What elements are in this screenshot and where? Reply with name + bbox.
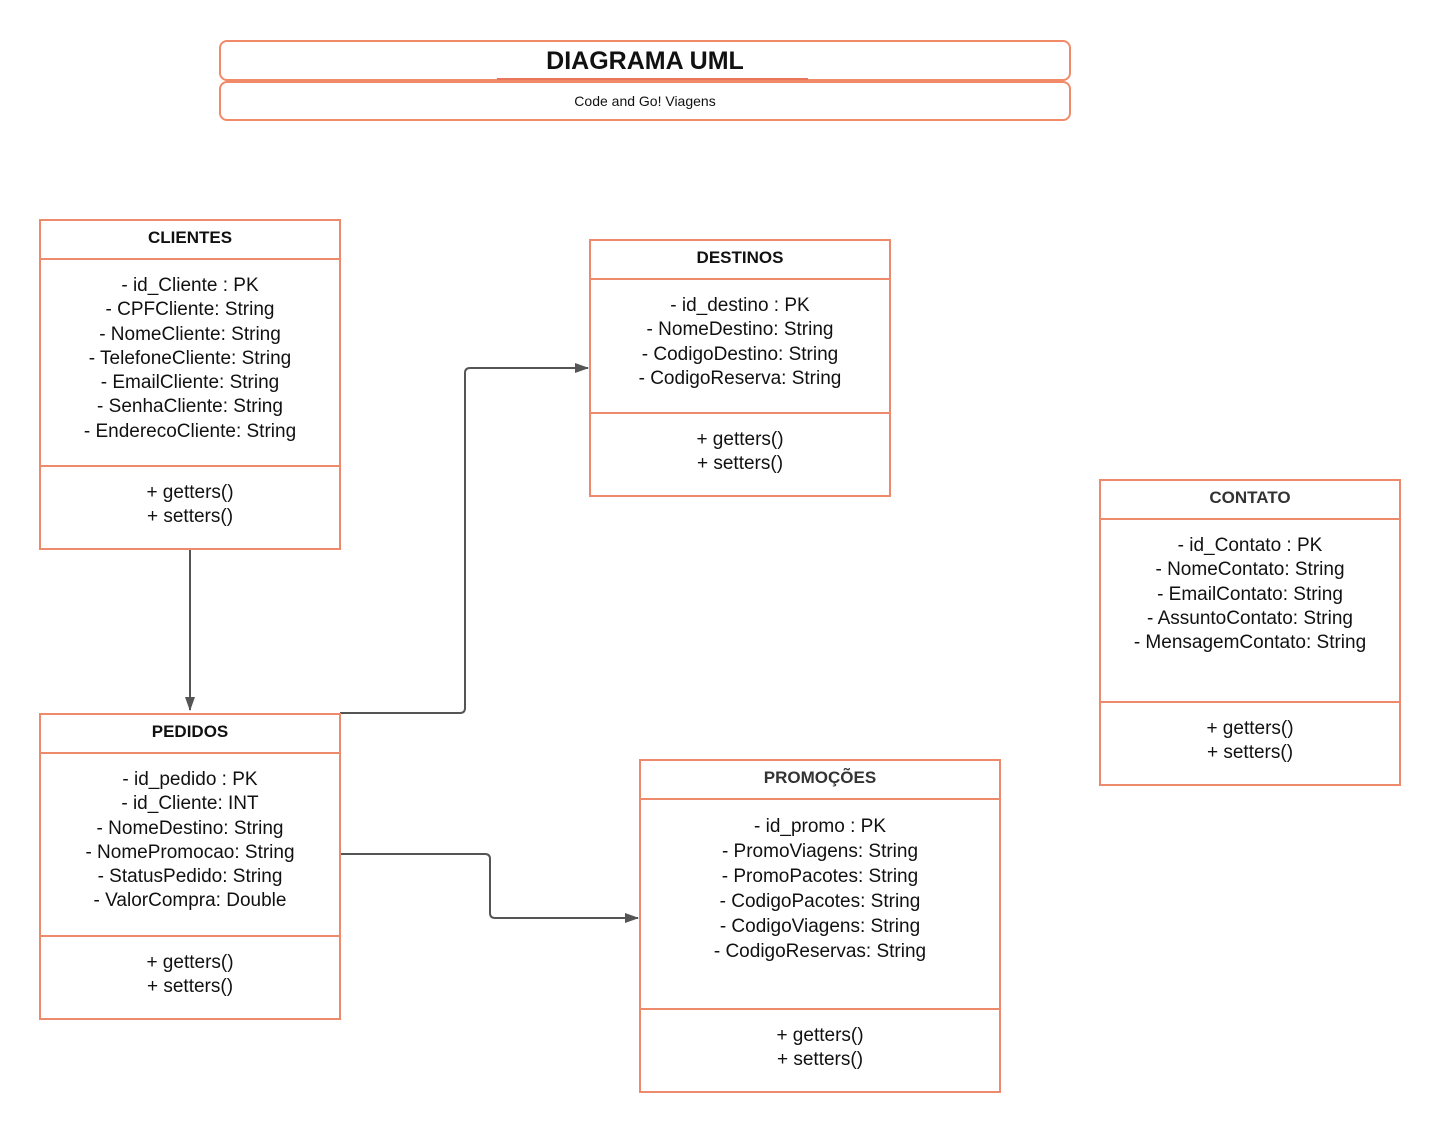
- attribute: - id_pedido : PK: [122, 769, 258, 790]
- attribute: - CPFCliente: String: [105, 299, 275, 321]
- connector-pedidos-destinos: [340, 363, 589, 714]
- method: + getters(): [146, 952, 234, 973]
- diagram-subtitle-box: Code and Go! Viagens: [219, 81, 1071, 121]
- attribute: - AssuntoContato: String: [1147, 607, 1353, 629]
- attribute: - NomeDestino: String: [646, 319, 834, 341]
- class-clientes: CLIENTES - id_Cliente : PK - CPFCliente:…: [39, 219, 341, 550]
- method: + setters(): [1206, 742, 1294, 764]
- class-clientes-name: CLIENTES: [41, 221, 339, 260]
- class-pedidos-attributes: - id_pedido : PK - id_Cliente: INT - Nom…: [41, 754, 339, 937]
- class-clientes-attributes: - id_Cliente : PK - CPFCliente: String -…: [41, 260, 339, 467]
- class-promocoes-attributes: - id_promo : PK - PromoViagens: String -…: [641, 800, 999, 1010]
- attribute: - PromoPacotes: String: [721, 866, 919, 887]
- attribute: - CodigoPacotes: String: [719, 891, 921, 912]
- attribute: - id_Cliente: INT: [121, 793, 259, 815]
- attribute: - id_promo : PK: [754, 816, 886, 837]
- class-contato-name: CONTATO: [1101, 481, 1399, 520]
- method: + setters(): [696, 453, 784, 475]
- attribute: - CodigoReserva: String: [638, 367, 842, 389]
- class-promocoes-methods: + getters() + setters(): [641, 1010, 999, 1091]
- class-pedidos-name: PEDIDOS: [41, 715, 339, 754]
- title-underline: [497, 78, 808, 80]
- class-destinos: DESTINOS - id_destino : PK - NomeDestino…: [589, 239, 891, 497]
- class-contato-methods: + getters() + setters(): [1101, 703, 1399, 784]
- class-destinos-attributes: - id_destino : PK - NomeDestino: String …: [591, 280, 889, 414]
- attribute: - StatusPedido: String: [97, 866, 283, 888]
- attribute: - NomeContato: String: [1155, 559, 1345, 581]
- diagram-title: DIAGRAMA UML: [546, 47, 744, 75]
- class-destinos-name: DESTINOS: [591, 241, 889, 280]
- class-pedidos: PEDIDOS - id_pedido : PK - id_Cliente: I…: [39, 713, 341, 1020]
- class-destinos-methods: + getters() + setters(): [591, 414, 889, 495]
- attribute: - CodigoDestino: String: [641, 343, 839, 365]
- attribute: - NomeCliente: String: [99, 323, 281, 345]
- attribute: - CodigoReservas: String: [713, 941, 927, 962]
- method: + setters(): [146, 976, 234, 998]
- class-contato: CONTATO - id_Contato : PK - NomeContato:…: [1099, 479, 1401, 786]
- attribute: - EmailCliente: String: [100, 372, 280, 394]
- diagram-title-box: DIAGRAMA UML: [219, 40, 1071, 81]
- attribute: - EmailContato: String: [1157, 583, 1343, 605]
- connector-pedidos-promocoes: [340, 853, 639, 923]
- attribute: - MensagemContato: String: [1133, 632, 1367, 654]
- attribute: - PromoViagens: String: [721, 841, 919, 862]
- attribute: - SenhaCliente: String: [97, 396, 283, 418]
- attribute: - id_destino : PK: [670, 295, 810, 316]
- method: + getters(): [146, 482, 234, 503]
- class-promocoes: PROMOÇÕES - id_promo : PK - PromoViagens…: [639, 759, 1001, 1093]
- attribute: - TelefoneCliente: String: [88, 347, 292, 369]
- attribute: - NomePromocao: String: [85, 841, 295, 863]
- class-promocoes-name: PROMOÇÕES: [641, 761, 999, 800]
- attribute: - EnderecoCliente: String: [83, 420, 297, 442]
- method: + getters(): [696, 429, 784, 450]
- method: + setters(): [146, 506, 234, 528]
- method: + getters(): [776, 1025, 864, 1046]
- class-clientes-methods: + getters() + setters(): [41, 467, 339, 548]
- attribute: - CodigoViagens: String: [719, 916, 921, 937]
- attribute: - NomeDestino: String: [96, 817, 284, 839]
- class-contato-attributes: - id_Contato : PK - NomeContato: String …: [1101, 520, 1399, 703]
- diagram-subtitle: Code and Go! Viagens: [574, 93, 716, 109]
- class-pedidos-methods: + getters() + setters(): [41, 937, 339, 1018]
- attribute: - id_Contato : PK: [1177, 535, 1323, 556]
- attribute: - ValorCompra: Double: [93, 890, 287, 912]
- method: + getters(): [1206, 718, 1294, 739]
- attribute: - id_Cliente : PK: [121, 275, 259, 296]
- method: + setters(): [776, 1049, 864, 1071]
